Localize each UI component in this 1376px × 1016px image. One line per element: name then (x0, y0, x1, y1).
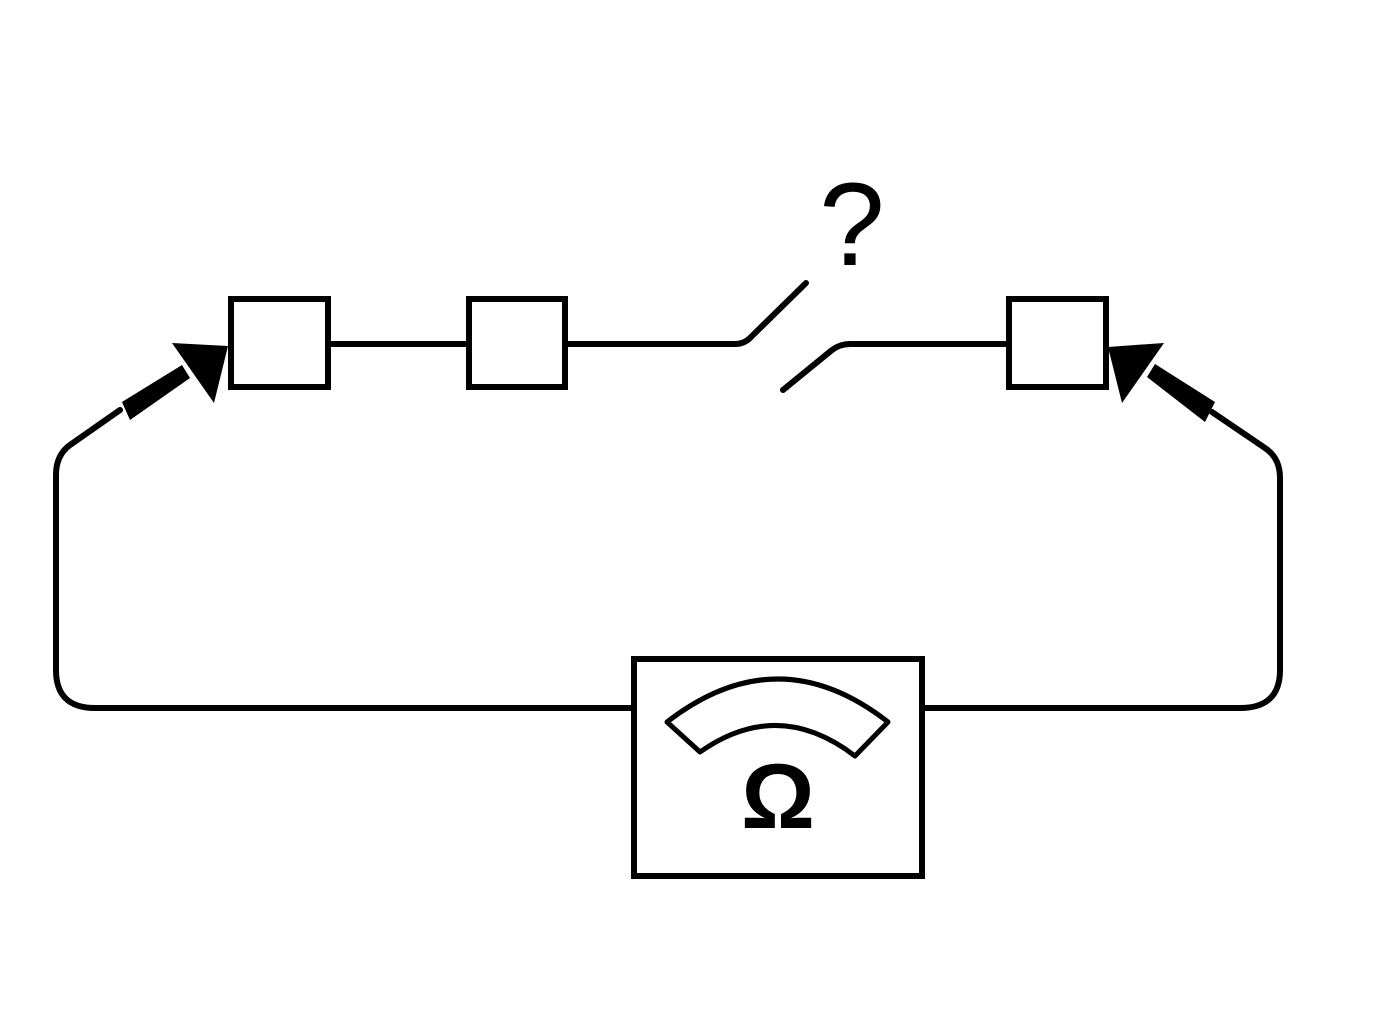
component-1 (228, 296, 331, 390)
component-3 (1006, 296, 1109, 390)
left-lead-wire (53, 407, 637, 711)
ohm-symbol: Ω (741, 746, 815, 848)
probe-arrow-icon-left (122, 343, 228, 420)
switch-contact (780, 341, 1011, 393)
wire-c2-switch (563, 280, 809, 347)
probe-arrow-icon-right (1108, 343, 1215, 422)
question-mark: ? (819, 159, 885, 291)
right-lead-wire (919, 409, 1283, 711)
component-2 (466, 296, 568, 390)
ohmmeter-icon: Ω (631, 656, 925, 879)
meter-scale-arc (664, 676, 891, 759)
top-circuit (327, 280, 1011, 393)
